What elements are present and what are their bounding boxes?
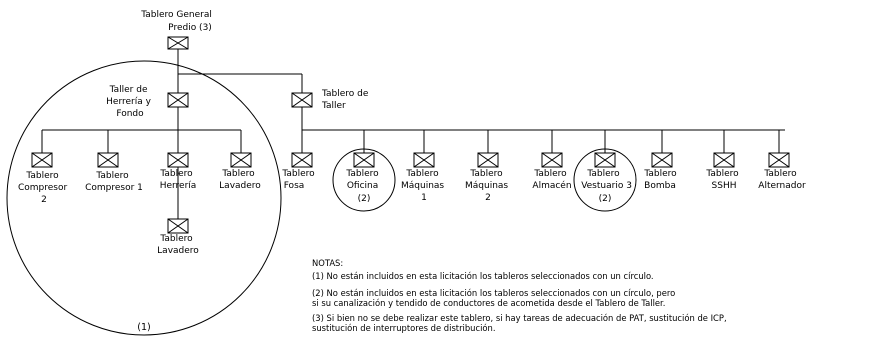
panel-maquinas-2-label: Tablero Máquinas 2 bbox=[465, 169, 511, 203]
panel-compresor-1-label: Tablero Compresor 1 bbox=[85, 171, 143, 193]
panel-lavadero-sub-symbol bbox=[167, 218, 189, 234]
herreria-panel-symbol bbox=[167, 92, 189, 108]
notes-title: NOTAS: bbox=[312, 258, 343, 268]
note-1: (1) No están incluidos en esta licitació… bbox=[312, 271, 654, 281]
note-3-cont: sustitución de interruptores de distribu… bbox=[312, 323, 496, 333]
panel-herreria-symbol bbox=[167, 152, 189, 168]
note-2: (2) No están incluidos en esta licitació… bbox=[312, 288, 675, 298]
panel-sshh-label: Tablero SSHH bbox=[705, 169, 741, 191]
panel-herreria-label: Tablero Herrería bbox=[159, 169, 196, 191]
panel-compresor-1-symbol bbox=[97, 152, 119, 168]
panel-fosa-symbol bbox=[291, 152, 313, 168]
panel-oficina-symbol bbox=[353, 152, 375, 168]
taller-panel-label: Tablero de Taller bbox=[321, 89, 371, 111]
herreria-panel-label: Taller de Herrería y Fondo bbox=[106, 85, 154, 119]
panel-alternador-symbol bbox=[768, 152, 790, 168]
panel-maquinas-2-symbol bbox=[477, 152, 499, 168]
panel-bomba-symbol bbox=[651, 152, 673, 168]
panel-vestuario-symbol bbox=[594, 152, 616, 168]
panel-lavadero-symbol bbox=[230, 152, 252, 168]
panel-vestuario-label: Tablero Vestuario 3 (2) bbox=[581, 169, 635, 204]
herreria-circle-note: (1) bbox=[137, 322, 150, 333]
panel-oficina-label: Tablero Oficina (2) bbox=[345, 169, 381, 204]
main-panel-symbol bbox=[167, 36, 189, 50]
panel-bomba-label: Tablero Bomba bbox=[643, 169, 679, 191]
panel-lavadero-sub-label: Tablero Lavadero bbox=[157, 234, 199, 256]
note-3: (3) Si bien no se debe realizar este tab… bbox=[312, 313, 727, 323]
panel-maquinas-1-label: Tablero Máquinas 1 bbox=[401, 169, 447, 203]
panel-maquinas-1-symbol bbox=[413, 152, 435, 168]
oficina-exclusion-circle bbox=[332, 148, 396, 212]
panel-compresor-2-symbol bbox=[31, 152, 53, 168]
main-panel-label: Tablero General Predio (3) bbox=[140, 10, 215, 33]
panel-sshh-symbol bbox=[713, 152, 735, 168]
panel-almacen-label: Tablero Almacén bbox=[532, 169, 571, 191]
vestuario-exclusion-circle bbox=[573, 148, 637, 212]
taller-panel-symbol bbox=[291, 92, 313, 108]
panel-compresor-2-label: Tablero Compresor 2 bbox=[18, 171, 70, 205]
panel-almacen-symbol bbox=[541, 152, 563, 168]
connection-lines bbox=[41, 49, 785, 219]
panel-fosa-label: Tablero Fosa bbox=[281, 169, 317, 191]
notes-block: NOTAS: (1) No están incluidos en esta li… bbox=[312, 258, 727, 333]
herreria-exclusion-circle bbox=[6, 60, 282, 336]
panel-alternador-label: Tablero Alternador bbox=[758, 169, 806, 191]
note-2-cont: si su canalización y tendido de conducto… bbox=[312, 298, 665, 308]
panel-lavadero-label: Tablero Lavadero bbox=[219, 169, 261, 191]
